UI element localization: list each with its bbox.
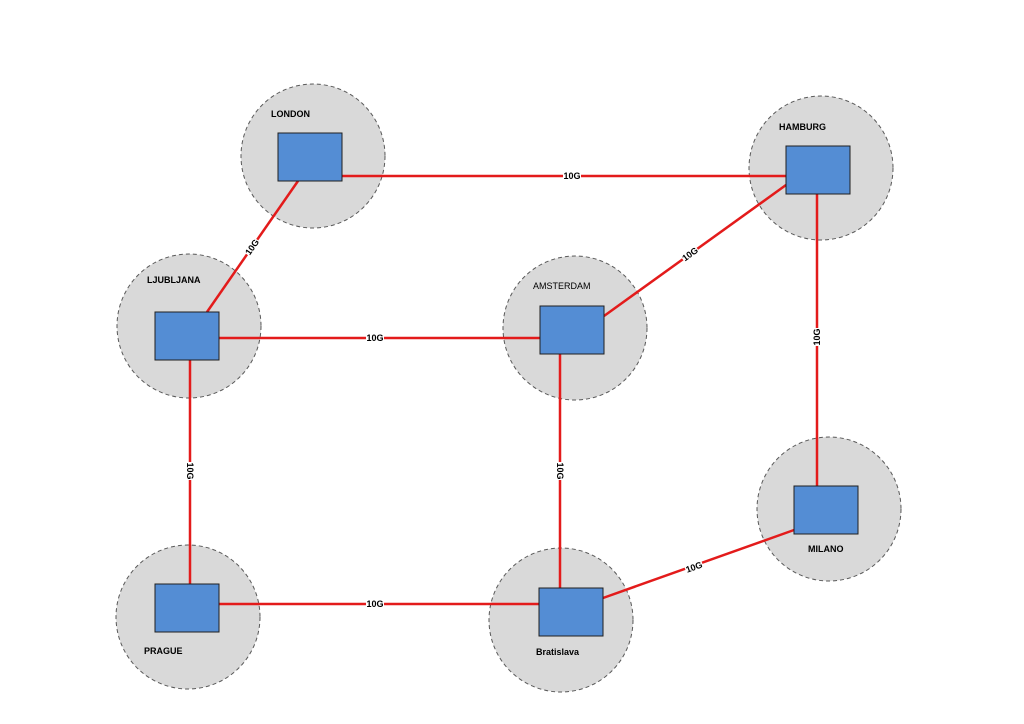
link-label-group: 10G (563, 171, 581, 181)
link-label-group: 10G (185, 462, 195, 480)
link-label-background (366, 333, 384, 343)
site-ljubljana-label: LJUBLJANA (147, 275, 201, 285)
site-bratislava-label: Bratislava (536, 647, 580, 657)
link-speed-label: 10G (684, 560, 703, 575)
link-label-group: 10G (812, 328, 822, 346)
router-prague[interactable] (154, 583, 220, 633)
router-ljubljana[interactable] (154, 311, 220, 361)
router-hamburg[interactable] (785, 145, 851, 195)
link-label-background (185, 462, 195, 480)
link-label-group: 10G (555, 462, 565, 480)
links-layer: 10G 10G 10G 10G 10G 10G 10G 10G 10G (185, 171, 822, 609)
site-milano-label: MILANO (808, 544, 844, 554)
link-label-group: 10G (366, 599, 384, 609)
link-amsterdam-bratislava: 10G (555, 354, 565, 588)
link-ljubljana-prague: 10G (185, 360, 195, 584)
link-speed-label: 10G (366, 599, 383, 609)
link-london-hamburg: 10G (342, 171, 786, 181)
link-speed-label: 10G (185, 462, 195, 479)
link-label-background (683, 559, 705, 575)
link-label-background (242, 236, 262, 258)
site-prague-label: PRAGUE (144, 646, 183, 656)
link-label-background (366, 599, 384, 609)
link-ljubljana-amsterdam: 10G (219, 333, 540, 343)
link-label-group: 10G (683, 559, 705, 575)
link-label-background (555, 462, 565, 480)
labels-layer: LONDON HAMBURG LJUBLJANA AMSTERDAM MILANO PRA… (144, 109, 844, 657)
link-label-background (563, 171, 581, 181)
site-hamburg-label: HAMBURG (779, 122, 826, 132)
router-milano[interactable] (793, 485, 859, 535)
router-amsterdam[interactable] (539, 305, 605, 355)
link-speed-label: 10G (563, 171, 580, 181)
link-prague-bratislava: 10G (219, 599, 539, 609)
link-label-background (679, 244, 701, 264)
site-amsterdam-label: AMSTERDAM (533, 281, 591, 291)
link-label-group: 10G (366, 333, 384, 343)
link-amsterdam-hamburg: 10G (603, 183, 787, 318)
router-london[interactable] (277, 132, 343, 182)
link-bratislava-milano: 10G (602, 528, 795, 600)
site-london-label: LONDON (271, 109, 310, 119)
link-hamburg-milano: 10G (812, 194, 822, 486)
link-speed-label: 10G (555, 462, 565, 479)
routers-layer (154, 132, 859, 637)
link-speed-label: 10G (243, 237, 261, 257)
link-label-background (812, 328, 822, 346)
link-speed-label: 10G (366, 333, 383, 343)
router-bratislava[interactable] (538, 587, 604, 637)
link-speed-label: 10G (812, 328, 822, 345)
